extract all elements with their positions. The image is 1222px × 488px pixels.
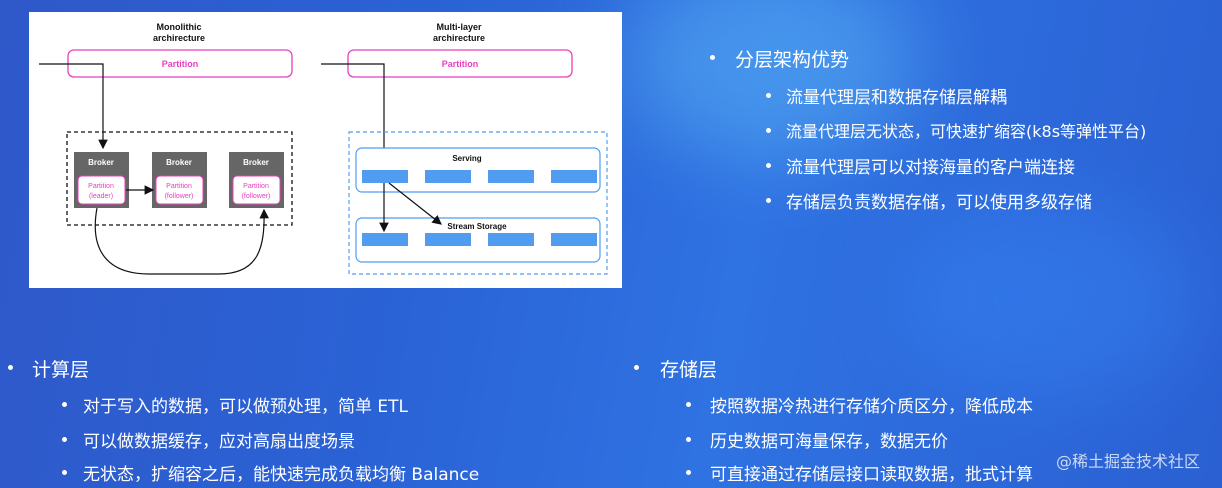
partition-label-left: Partition <box>162 59 199 69</box>
stream-storage-layer <box>355 217 601 263</box>
partition-follower-2 <box>232 175 281 205</box>
advantage-item: 存储层负责数据存储，可以使用多级存储 <box>786 193 1092 213</box>
bullet-dot <box>710 55 715 60</box>
advantage-item: 流量代理层和数据存储层解耦 <box>786 88 1007 108</box>
partition-follower-1-l1: Partition <box>166 183 192 190</box>
storage-item: 按照数据冷热进行存储介质区分，降低成本 <box>710 397 1033 417</box>
bullet-dot <box>766 163 771 168</box>
compute-item: 无状态，扩缩容之后，能快速完成负载均衡 Balance <box>83 465 480 485</box>
serve-to-store-arrow-2 <box>388 182 442 225</box>
advantages-title: 分层架构优势 <box>735 49 850 71</box>
broker-3-label: Broker <box>243 158 269 167</box>
bullet-dot <box>766 93 771 98</box>
monolithic-title-1: Monolithic <box>157 22 202 32</box>
storage-node-4 <box>551 233 597 246</box>
broker-1-label: Broker <box>88 158 114 167</box>
partition-follower-2-l1: Partition <box>243 183 269 190</box>
storage-item: 可直接通过存储层接口读取数据，批式计算 <box>710 465 1033 485</box>
broker-2-label: Broker <box>166 158 192 167</box>
replicate-arrow-2 <box>94 207 270 275</box>
bullet-dot <box>686 437 691 442</box>
partition-follower-1 <box>155 175 204 205</box>
monolithic-box <box>66 131 293 226</box>
bullet-dot <box>8 365 13 370</box>
storage-node-2 <box>425 233 471 246</box>
bullet-dot <box>62 470 67 475</box>
serving-node-1 <box>362 170 408 183</box>
input-arrow-right <box>321 63 389 166</box>
advantage-item: 流量代理层无状态，可快速扩缩容(k8s等弹性平台) <box>786 122 1147 141</box>
bullet-dot <box>62 402 67 407</box>
bullet-dot <box>766 128 771 133</box>
serving-node-4 <box>551 170 597 183</box>
serving-node-3 <box>488 170 534 183</box>
compute-title: 计算层 <box>32 359 90 381</box>
stream-storage-label: Stream Storage <box>447 222 507 231</box>
bullet-dot <box>634 365 639 370</box>
serving-node-2 <box>425 170 471 183</box>
multilayer-title-1: Multi-layer <box>436 22 482 32</box>
storage-title: 存储层 <box>660 359 718 381</box>
serving-label: Serving <box>452 154 481 163</box>
watermark: @稀土掘金技术社区 <box>1055 452 1200 471</box>
architecture-diagram: Monolithic archirecture Multi-layer arch… <box>29 12 622 288</box>
input-arrow-left <box>39 63 108 150</box>
storage-item: 历史数据可海量保存，数据无价 <box>710 432 948 452</box>
monolithic-title-2: archirecture <box>153 33 205 43</box>
partition-leader-2: (leader) <box>89 193 113 200</box>
serving-layer <box>355 147 601 193</box>
bullet-dot <box>62 437 67 442</box>
partition-label-right: Partition <box>442 59 479 69</box>
storage-node-1 <box>362 233 408 246</box>
partition-leader-1: Partition <box>88 183 114 190</box>
partition-follower-1-l2: (follower) <box>165 193 194 200</box>
storage-node-3 <box>488 233 534 246</box>
partition-follower-2-l2: (follower) <box>242 193 271 200</box>
advantage-item: 流量代理层可以对接海量的客户端连接 <box>786 158 1075 178</box>
multilayer-box <box>348 131 608 275</box>
compute-item: 对于写入的数据，可以做预处理，简单 ETL <box>83 397 408 417</box>
bullet-dot <box>686 402 691 407</box>
multilayer-title-2: archirecture <box>433 33 485 43</box>
bullet-dot <box>686 470 691 475</box>
bullet-dot <box>766 198 771 203</box>
partition-leader <box>77 175 126 205</box>
compute-item: 可以做数据缓存，应对高扇出度场景 <box>83 432 355 452</box>
